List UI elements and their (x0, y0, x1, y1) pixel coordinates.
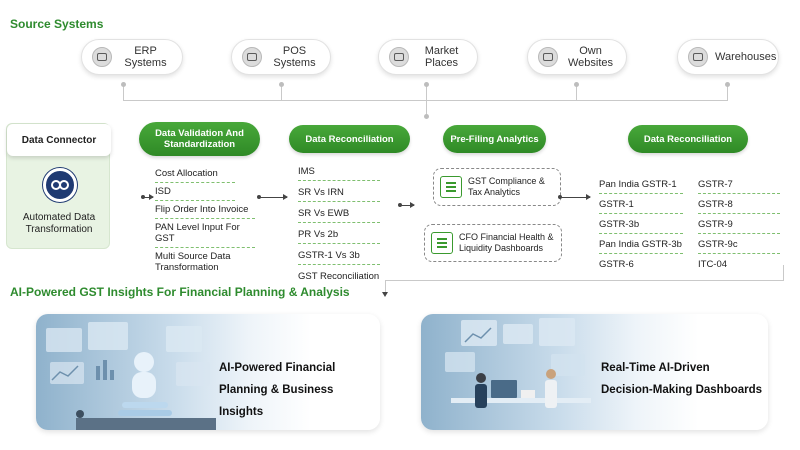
source-pos[interactable]: POS Systems (231, 39, 331, 75)
connector-line (783, 265, 784, 281)
source-label: Own Websites (567, 45, 614, 69)
connector-line (281, 84, 282, 100)
erp-icon (92, 47, 112, 67)
list-item: SR Vs IRN (298, 181, 380, 202)
stage-reconciliation-pill[interactable]: Data Reconciliation (289, 125, 410, 153)
source-websites[interactable]: Own Websites (527, 39, 627, 75)
list-item: GSTR-7 (698, 176, 780, 194)
insights-heading: AI-Powered GST Insights For Financial Pl… (10, 285, 350, 299)
list-item: ISD (155, 183, 235, 201)
flow-arrow (560, 194, 591, 200)
list-item: GSTR-3b (599, 214, 683, 234)
reconciliation-list: IMS SR Vs IRN SR Vs EWB PR Vs 2b GSTR-1 … (298, 163, 380, 285)
list-item: PR Vs 2b (298, 223, 380, 244)
ai-hologram-illustration (46, 322, 216, 430)
insight-title-line2: Decision-Making Dashboards (601, 384, 763, 396)
office-dashboard-illustration (445, 318, 591, 408)
source-warehouses[interactable]: Warehouses (677, 39, 779, 75)
stage-prefiling-pill[interactable]: Pre-Filing Analytics (443, 125, 546, 153)
list-item: Multi Source Data Transformation (155, 251, 231, 273)
list-item: GST Reconciliation (298, 271, 380, 282)
stage-reconciliation-2-pill[interactable]: Data Reconciliation (628, 125, 748, 153)
marketplace-icon (389, 47, 409, 67)
connector-line (385, 280, 783, 281)
list-item: GSTR-1 Vs 3b (298, 244, 380, 265)
card-label: CFO Financial Health & Liquidity Dashboa… (459, 232, 554, 253)
flow-arrow (143, 194, 154, 200)
source-label: ERP Systems (124, 45, 167, 69)
validation-list: Cost Allocation ISD Flip Order Into Invo… (155, 165, 255, 276)
gst-compliance-card[interactable]: GST Compliance & Tax Analytics (433, 168, 561, 206)
data-connector-box: Data Connector Automated Data Transforma… (6, 123, 111, 249)
source-label: POS Systems (273, 45, 316, 69)
down-arrow-icon (382, 292, 388, 297)
list-item: GSTR-6 (599, 259, 634, 270)
connector-dot (725, 82, 730, 87)
list-item: PAN Level Input For GST (155, 219, 255, 248)
reconciliation-2-col1: Pan India GSTR-1 GSTR-1 GSTR-3b Pan Indi… (599, 176, 683, 273)
stage-validation-pill[interactable]: Data Validation And Standardization (139, 122, 260, 156)
connector-line (576, 84, 577, 100)
list-item: Pan India GSTR-3b (599, 234, 683, 254)
source-label: Warehouses (715, 51, 777, 63)
connector-dot (279, 82, 284, 87)
list-item: GSTR-8 (698, 194, 780, 214)
connector-dot (574, 82, 579, 87)
connector-dot (424, 114, 429, 119)
insight-card-dashboards[interactable]: Real-Time AI-Driven Decision-Making Dash… (421, 314, 768, 430)
source-systems-heading: Source Systems (10, 17, 104, 31)
website-icon (538, 47, 558, 67)
insight-card-ai-planning[interactable]: AI-Powered Financial Planning & Business… (36, 314, 380, 430)
connector-line (727, 84, 728, 100)
pos-icon (242, 47, 262, 67)
connector-dot (424, 82, 429, 87)
cfo-dashboard-card[interactable]: CFO Financial Health & Liquidity Dashboa… (424, 224, 562, 262)
list-item: Pan India GSTR-1 (599, 176, 683, 194)
insight-title-line2: Planning & Business Insights (219, 384, 334, 418)
flow-arrow (400, 202, 415, 208)
source-label: Market Places (424, 45, 459, 69)
data-connector-subtitle: Automated Data Transformation (22, 212, 96, 235)
list-item: Cost Allocation (155, 165, 235, 183)
source-erp[interactable]: ERP Systems (81, 39, 183, 75)
connector-line (123, 100, 728, 101)
flow-arrow (259, 194, 288, 200)
list-item: IMS (298, 163, 380, 181)
source-marketplaces[interactable]: Market Places (378, 39, 478, 75)
reconciliation-2-col2: GSTR-7 GSTR-8 GSTR-9 GSTR-9c ITC-04 (698, 176, 780, 273)
compliance-doc-icon (440, 176, 462, 198)
list-item: GSTR-1 (599, 194, 683, 214)
list-item: GSTR-9 (698, 214, 780, 234)
insight-title-line1: AI-Powered Financial (219, 362, 336, 374)
insight-title-line1: Real-Time AI-Driven (601, 362, 710, 374)
list-item: SR Vs EWB (298, 202, 380, 223)
dashboard-icon (431, 232, 453, 254)
connector-dot (121, 82, 126, 87)
list-item: GSTR-9c (698, 234, 780, 254)
connector-logo-icon (43, 168, 77, 202)
connector-line (385, 280, 386, 294)
card-label: GST Compliance & Tax Analytics (468, 176, 545, 197)
warehouse-icon (688, 47, 708, 67)
list-item: Flip Order Into Invoice (155, 201, 255, 219)
list-item: ITC-04 (698, 259, 728, 270)
connector-line (123, 84, 124, 100)
data-connector-title: Data Connector (7, 124, 111, 156)
